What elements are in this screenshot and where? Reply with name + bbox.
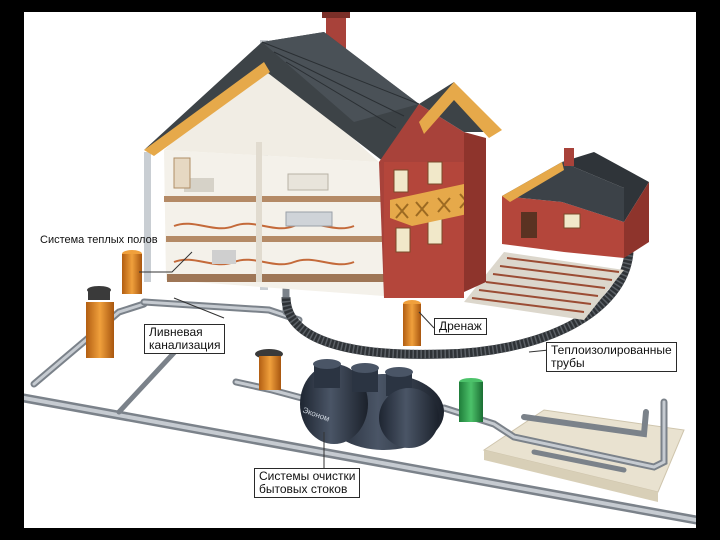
insulated-pipes-line-2: трубы [551, 356, 585, 370]
insulated-pipes-line-1: Теплоизолированные [551, 343, 672, 357]
treatment-line-2: бытовых стоков [259, 482, 348, 496]
warm-floor-label: Система теплых полов [40, 234, 158, 246]
insulated-pipe [281, 251, 634, 359]
leader-lines [139, 251, 550, 472]
garage-building [502, 148, 649, 258]
storm-sewer-label: Ливневая канализация [144, 324, 226, 354]
warm-ground-grid [464, 252, 624, 320]
drainage-label: Дренаж [434, 318, 487, 335]
treatment-systems-label: Системы очистки бытовых стоков [254, 468, 361, 498]
storm-sewer-line-2: канализация [149, 338, 221, 352]
filter-well [459, 378, 483, 422]
diagram-canvas: Эконом Система теплых полов Ливневая кан… [24, 12, 696, 528]
treatment-line-1: Системы очистки [259, 469, 356, 483]
insulated-pipes-label: Теплоизолированные трубы [546, 342, 677, 372]
house-utility-scene [24, 12, 696, 525]
main-house [144, 12, 502, 298]
storm-wells [86, 250, 421, 390]
storm-sewer-line-1: Ливневая [149, 325, 203, 339]
septic-tanks [300, 359, 444, 450]
